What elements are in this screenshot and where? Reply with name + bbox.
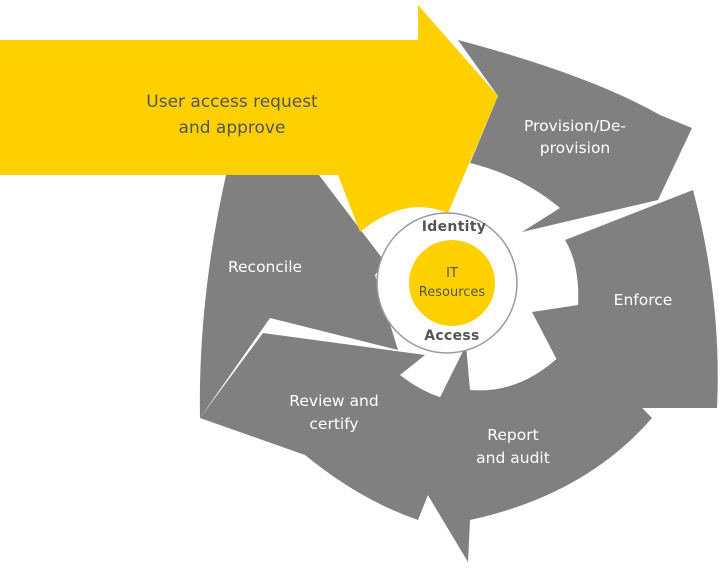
- request-label-line2: and approve: [179, 118, 286, 138]
- provision-label-line2: provision: [540, 139, 611, 157]
- reconcile-label: Reconcile: [228, 258, 302, 276]
- report-label-line1: Report: [487, 426, 538, 444]
- identity-label: Identity: [422, 219, 486, 235]
- access-label: Access: [424, 328, 479, 344]
- core-label-line2: Resources: [419, 285, 486, 300]
- report-segment: [408, 340, 652, 562]
- it-resources-core: [409, 240, 495, 326]
- reconcile-segment: [199, 150, 398, 418]
- request-arrow: [0, 5, 498, 232]
- provision-label-line1: Provision/De-: [524, 117, 626, 135]
- review-segment: [200, 333, 465, 520]
- review-label-line1: Review and: [289, 392, 378, 410]
- enforce-label: Enforce: [614, 291, 673, 309]
- report-label-line2: and audit: [476, 449, 550, 467]
- request-label-line1: User access request: [146, 92, 318, 112]
- core-label-line1: IT: [446, 266, 458, 281]
- review-label-line2: certify: [309, 415, 358, 433]
- provision-segment: [458, 40, 692, 232]
